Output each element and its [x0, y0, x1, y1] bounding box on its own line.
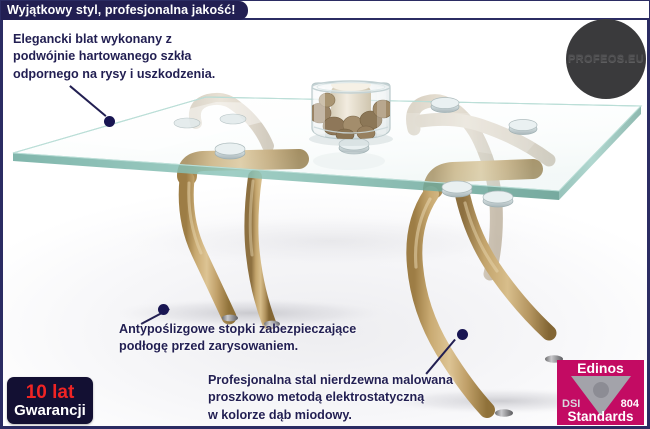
page-title: Wyjątkowy styl, profesjonalna jakość!	[1, 1, 248, 20]
callout-text-steel-frame: Profesjonalna stal nierdzewna malowana p…	[208, 373, 453, 422]
decor-bowl	[309, 80, 393, 146]
callout-text-glass-top: Elegancki blat wykonany z podwójnie hart…	[13, 32, 216, 81]
circle-icon	[592, 382, 609, 398]
warranty-years: 10 lat	[25, 382, 75, 403]
callout-dot-glass-top	[104, 116, 115, 127]
edinos-brand: Edinos	[577, 360, 624, 376]
edinos-standards-badge: Edinos DSI 804 Standards	[557, 360, 644, 425]
left-frame-rule	[1, 18, 3, 428]
profeos-watermark: PROFEOS.EU	[566, 19, 646, 99]
callout-text-feet: Antypoślizgowe stopki zabezpieczające po…	[119, 322, 357, 354]
watermark-label: PROFEOS.EU	[567, 53, 645, 65]
edinos-standards-label: Standards	[567, 409, 634, 425]
callout-dot-steel-frame	[457, 329, 468, 340]
right-frame-rule	[647, 18, 649, 428]
edinos-left-code: DSI	[562, 398, 581, 410]
warranty-badge: 10 lat Gwarancji	[7, 377, 93, 424]
callout-dot-feet	[158, 304, 169, 315]
title-rule	[1, 18, 649, 20]
edinos-right-code: 804	[620, 398, 639, 410]
bottom-frame-rule	[1, 426, 649, 428]
page-title-text: Wyjątkowy styl, profesjonalna jakość!	[7, 3, 236, 18]
warranty-label: Gwarancji	[14, 402, 86, 419]
